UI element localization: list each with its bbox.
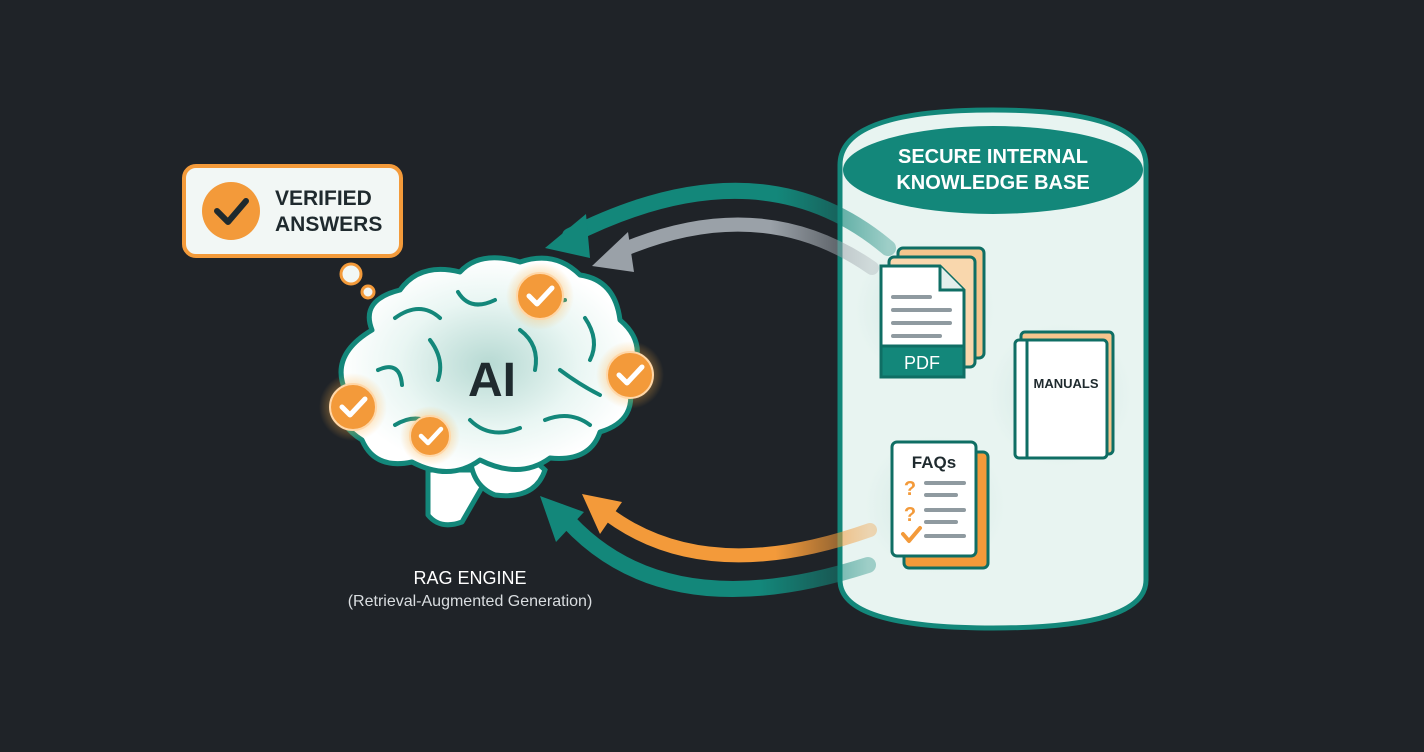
checkmark-icon xyxy=(901,526,922,543)
teal-context-arrow xyxy=(552,504,876,597)
knowledge-base-title-line2: KNOWLEDGE BASE xyxy=(896,172,1089,194)
arrow-icon xyxy=(592,232,634,272)
check-circle-icon xyxy=(400,406,460,466)
callout-line1: VERIFIED xyxy=(275,187,372,210)
arrow-icon xyxy=(540,496,584,542)
manuals-label: MANUALS xyxy=(1034,376,1099,391)
knowledge-base-title-line1: SECURE INTERNAL xyxy=(898,146,1088,168)
check-circle-icon xyxy=(319,373,387,441)
callout-line2: ANSWERS xyxy=(275,213,382,236)
check-circle-icon xyxy=(596,341,664,409)
rag-engine-title: RAG ENGINE xyxy=(413,568,526,588)
gray-query-arrow xyxy=(611,217,879,275)
rag-engine-label: RAG ENGINE (Retrieval-Augmented Generati… xyxy=(348,568,593,610)
pdf-label: PDF xyxy=(904,353,940,373)
orange-answer-arrow xyxy=(593,501,877,563)
pdf-document-icon: PDF xyxy=(879,246,986,379)
book-icon: MANUALS xyxy=(1013,330,1115,460)
verified-answers-callout: VERIFIED ANSWERS xyxy=(182,164,403,300)
brain-check-badges xyxy=(319,262,664,466)
faqs-label: FAQs xyxy=(912,453,956,472)
check-circle-icon xyxy=(506,262,574,330)
brain-ai-label: AI xyxy=(468,354,516,407)
check-circle-icon xyxy=(202,182,260,240)
question-mark-icon: ? xyxy=(904,478,916,500)
arrow-icon xyxy=(582,494,622,534)
knowledge-base-title-pill xyxy=(843,126,1143,214)
faq-document-icon: FAQs ? ? xyxy=(890,440,990,570)
question-mark-icon: ? xyxy=(904,504,916,526)
brain-icon: AI xyxy=(337,255,640,528)
arrows xyxy=(540,182,896,597)
rag-engine-subtitle: (Retrieval-Augmented Generation) xyxy=(348,593,593,610)
teal-retrieval-arrow xyxy=(562,182,896,256)
arrow-icon xyxy=(545,214,590,258)
